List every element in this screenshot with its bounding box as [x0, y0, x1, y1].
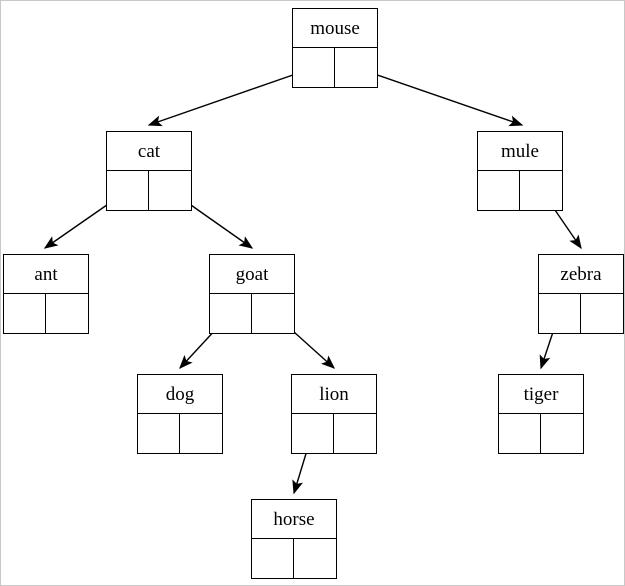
tree-node-tiger[interactable]: tiger [498, 374, 584, 454]
node-label-ant: ant [4, 255, 88, 294]
node-left-pointer-tiger[interactable] [499, 414, 541, 453]
node-left-pointer-mouse[interactable] [293, 48, 335, 87]
node-right-pointer-horse[interactable] [294, 539, 336, 578]
node-pointers-lion [292, 414, 376, 453]
node-right-pointer-cat[interactable] [149, 171, 191, 210]
node-label-goat: goat [210, 255, 294, 294]
node-label-zebra: zebra [539, 255, 623, 294]
node-right-pointer-tiger[interactable] [541, 414, 583, 453]
tree-node-cat[interactable]: cat [106, 131, 192, 211]
node-right-pointer-lion[interactable] [334, 414, 376, 453]
tree-node-mule[interactable]: mule [477, 131, 563, 211]
node-left-pointer-dog[interactable] [138, 414, 180, 453]
node-label-dog: dog [138, 375, 222, 414]
node-right-pointer-mouse[interactable] [335, 48, 377, 87]
node-pointers-cat [107, 171, 191, 210]
node-right-pointer-mule[interactable] [520, 171, 562, 210]
node-left-pointer-goat[interactable] [210, 294, 252, 333]
node-left-pointer-mule[interactable] [478, 171, 520, 210]
node-label-lion: lion [292, 375, 376, 414]
node-pointers-mule [478, 171, 562, 210]
node-pointers-tiger [499, 414, 583, 453]
node-pointers-zebra [539, 294, 623, 333]
node-right-pointer-goat[interactable] [252, 294, 294, 333]
node-pointers-ant [4, 294, 88, 333]
tree-node-lion[interactable]: lion [291, 374, 377, 454]
tree-node-horse[interactable]: horse [251, 499, 337, 579]
node-right-pointer-zebra[interactable] [581, 294, 623, 333]
tree-node-goat[interactable]: goat [209, 254, 295, 334]
tree-node-dog[interactable]: dog [137, 374, 223, 454]
edge-mouse-to-cat [147, 67, 314, 127]
node-left-pointer-cat[interactable] [107, 171, 149, 210]
node-right-pointer-dog[interactable] [180, 414, 222, 453]
node-label-cat: cat [107, 132, 191, 171]
node-label-mule: mule [478, 132, 562, 171]
node-pointers-dog [138, 414, 222, 453]
node-right-pointer-ant[interactable] [46, 294, 88, 333]
node-pointers-mouse [293, 48, 377, 87]
node-label-tiger: tiger [499, 375, 583, 414]
node-label-mouse: mouse [293, 9, 377, 48]
node-pointers-horse [252, 539, 336, 578]
tree-node-zebra[interactable]: zebra [538, 254, 624, 334]
node-left-pointer-horse[interactable] [252, 539, 294, 578]
edge-mouse-to-mule [356, 67, 524, 127]
node-pointers-goat [210, 294, 294, 333]
node-left-pointer-zebra[interactable] [539, 294, 581, 333]
tree-node-mouse[interactable]: mouse [292, 8, 378, 88]
node-left-pointer-ant[interactable] [4, 294, 46, 333]
node-left-pointer-lion[interactable] [292, 414, 334, 453]
node-label-horse: horse [252, 500, 336, 539]
tree-node-ant[interactable]: ant [3, 254, 89, 334]
